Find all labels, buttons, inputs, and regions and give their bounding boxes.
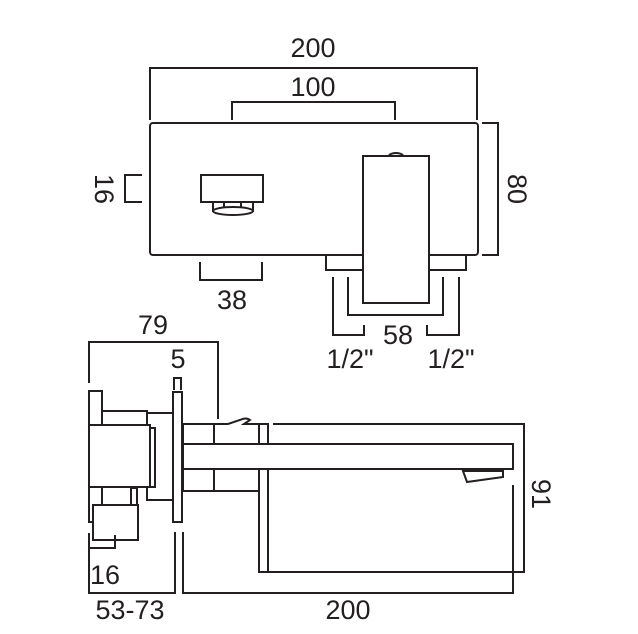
dim-label-inlet-spacing: 58: [383, 320, 413, 350]
dim-line-button-depth: [89, 535, 116, 549]
push-button: [200, 174, 264, 216]
dim-label-inlet-left: 1/2": [326, 344, 373, 374]
wall-plate: [172, 391, 183, 523]
spout: [182, 417, 525, 573]
dim-line-overall-depth: [88, 341, 219, 419]
dim-label-button-width: 38: [217, 285, 247, 315]
side-view: 79 5 16 53-73 200 91: [88, 310, 556, 625]
dim-label-wall-depth: 53-73: [95, 595, 164, 625]
dim-line-inlet-spacing: [347, 277, 444, 316]
dim-line-wall-depth: [88, 532, 176, 594]
dim-line-plate-thickness: [173, 377, 182, 390]
dim-label-spout-projection: 200: [325, 595, 370, 625]
dim-line-button-width: [199, 262, 263, 281]
dim-label-handle-spacing: 100: [290, 72, 335, 102]
dim-label-spout-height: 91: [526, 479, 556, 509]
dim-line-button-height: [124, 174, 142, 203]
dim-line-inlet-left: [332, 277, 365, 336]
valve-body: [88, 390, 174, 541]
dim-line-overall-width: [149, 67, 478, 120]
dim-label-button-depth: 16: [90, 560, 120, 590]
dim-label-inlet-right: 1/2": [427, 344, 474, 374]
dim-label-overall-width: 200: [290, 33, 335, 63]
dim-label-plate-thickness: 5: [170, 344, 185, 374]
dim-label-button-height: 16: [89, 174, 119, 204]
dim-line-handle-spacing: [231, 101, 396, 120]
front-view: 200 100 80 16 38 58 1/2" 1/2": [89, 33, 532, 374]
dim-line-spout-projection: [182, 485, 514, 594]
dim-label-height: 80: [502, 174, 532, 204]
dim-line-inlet-right: [426, 277, 460, 336]
lever-handle: [362, 152, 430, 304]
dim-label-overall-depth: 79: [138, 310, 168, 340]
dim-line-height: [482, 122, 499, 256]
